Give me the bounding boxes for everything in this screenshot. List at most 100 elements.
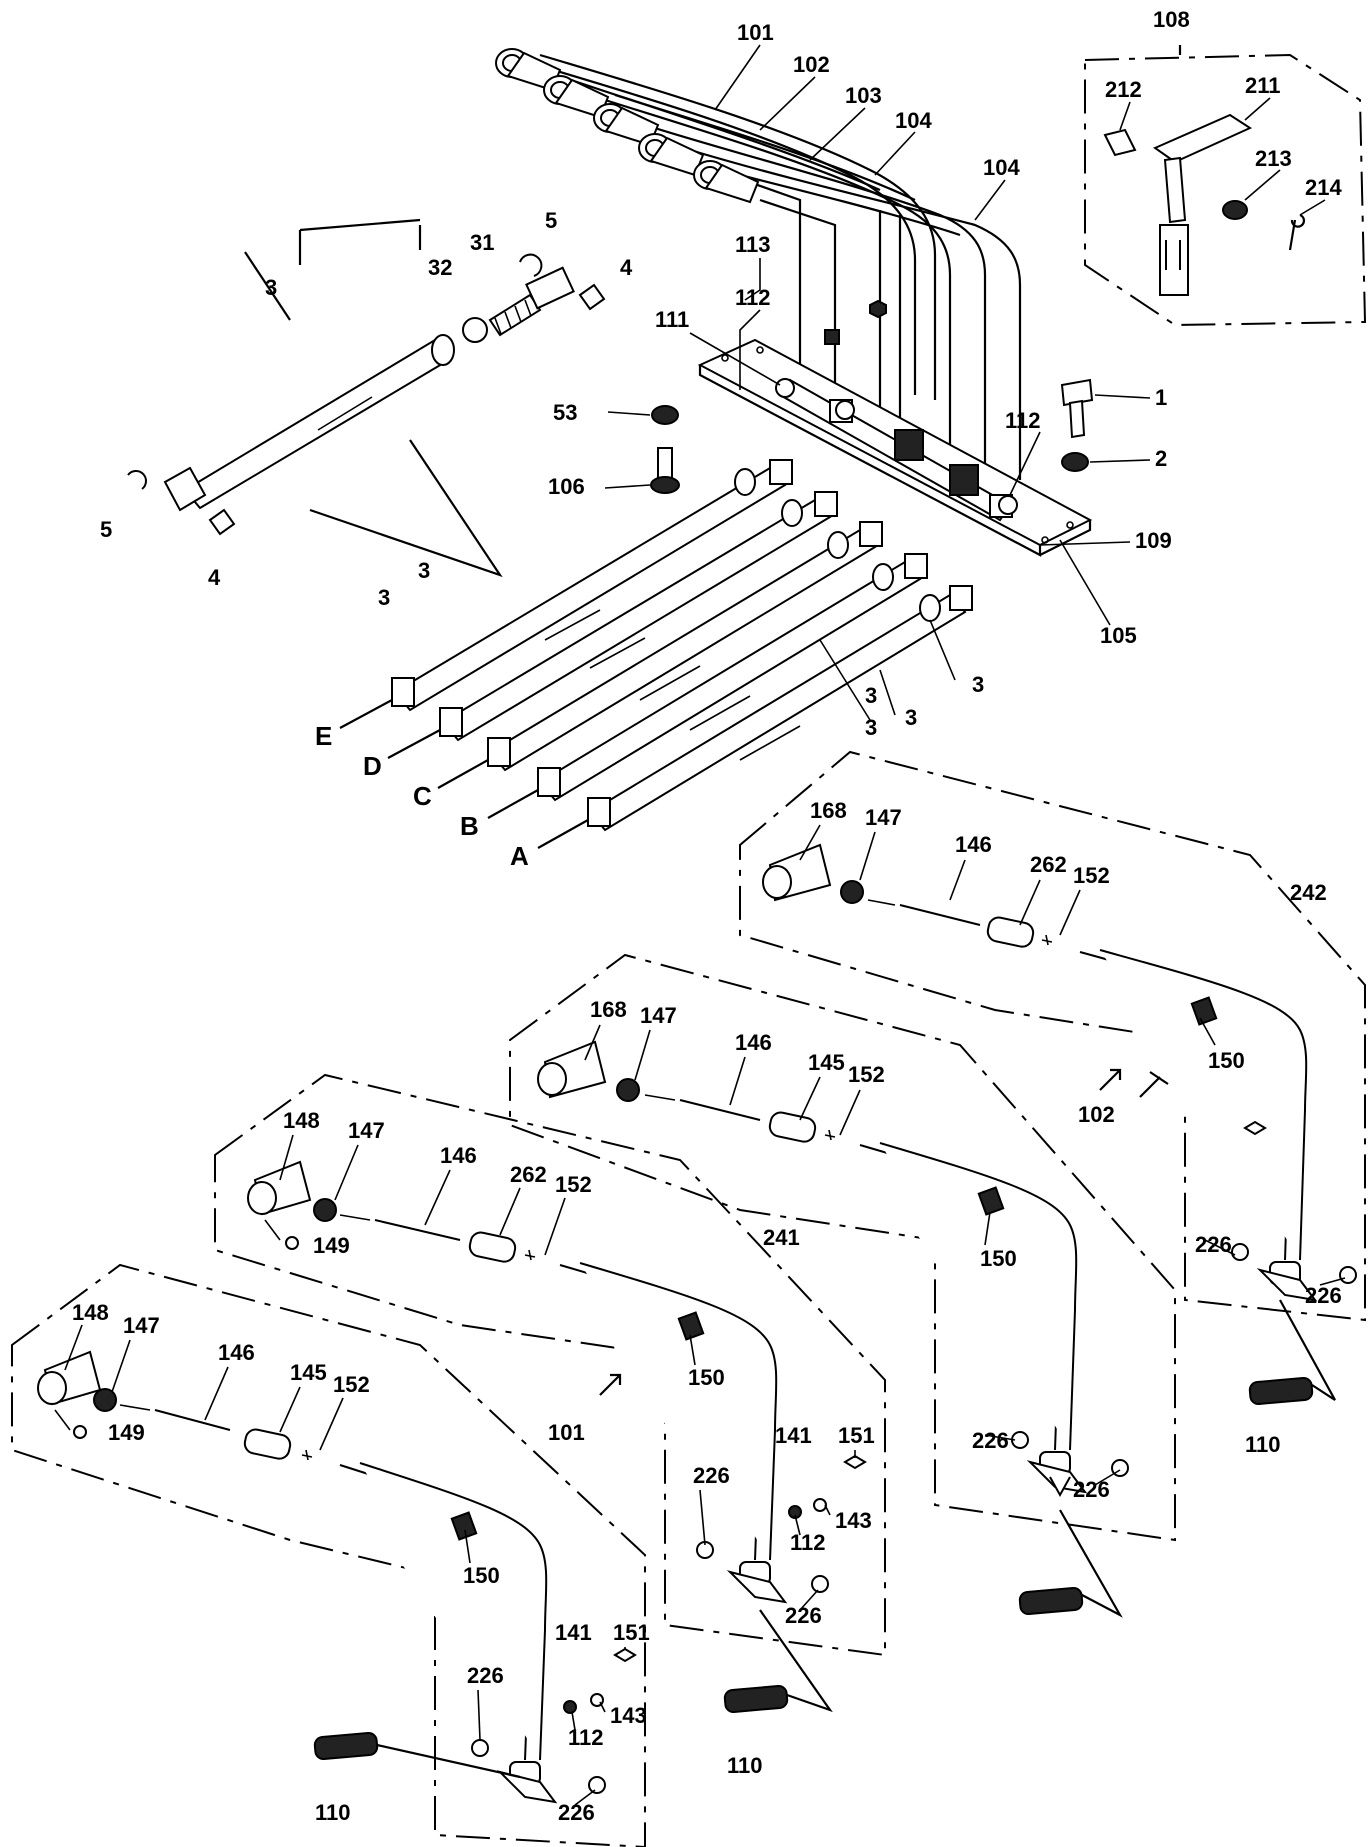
callout-145: 145 [808, 1050, 845, 1075]
callout-101: 101 [548, 1420, 585, 1445]
callout-110: 110 [727, 1753, 763, 1778]
callout-2: 2 [1155, 446, 1167, 471]
callout-151: 151 [613, 1620, 650, 1645]
callout-112: 112 [568, 1725, 604, 1750]
callout-151: 151 [838, 1423, 875, 1448]
lever-kit-241 [214, 1073, 886, 1657]
lever-bank-assembly [127, 48, 1094, 849]
callout-53: 53 [553, 400, 577, 425]
callout-3: 3 [378, 585, 390, 610]
callout-3: 3 [265, 275, 277, 300]
callout-104: 104 [983, 155, 1020, 180]
callout-4: 4 [620, 255, 633, 280]
return-springs-110 [313, 1299, 1336, 1779]
callout-226: 226 [1305, 1283, 1342, 1308]
cable-label-b: B [460, 811, 479, 841]
callout-3: 3 [865, 683, 877, 708]
callout-104: 104 [895, 108, 932, 133]
callout-146: 146 [955, 832, 992, 857]
pivot-shaft-105 [775, 378, 1018, 522]
callout-226: 226 [1073, 1477, 1110, 1502]
control-cable-3-exploded [127, 218, 606, 536]
callout-3: 3 [972, 672, 984, 697]
cable-label-a: A [510, 841, 529, 871]
callout-5: 5 [100, 517, 112, 542]
callout-148: 148 [72, 1300, 109, 1325]
callout-147: 147 [123, 1313, 160, 1338]
callout-146: 146 [440, 1143, 477, 1168]
callout-147: 147 [348, 1118, 385, 1143]
callout-168: 168 [590, 997, 627, 1022]
callout-5: 5 [545, 208, 557, 233]
callout-108: 108 [1153, 7, 1190, 32]
callout-1: 1 [1155, 385, 1167, 410]
callout-226: 226 [693, 1463, 730, 1488]
callout-111: 111 [655, 307, 689, 332]
cable-label-e: E [315, 721, 332, 751]
lever-handles [495, 48, 1022, 480]
control-cables-3 [339, 459, 973, 849]
callout-262: 262 [510, 1162, 547, 1187]
callout-213: 213 [1255, 146, 1292, 171]
callout-141: 141 [775, 1423, 812, 1448]
callout-226: 226 [467, 1663, 504, 1688]
callout-168: 168 [810, 798, 847, 823]
spring-110-a [1248, 1299, 1336, 1405]
callout-112: 112 [790, 1530, 826, 1555]
callout-152: 152 [333, 1372, 370, 1397]
spring-110-b [1018, 1509, 1123, 1618]
callout-labels: 101 102 103 104 104 108 211 212 213 214 … [72, 7, 1342, 1825]
callout-147: 147 [865, 805, 902, 830]
group-bracket-lines [309, 439, 503, 578]
callout-103: 103 [845, 83, 882, 108]
callout-110: 110 [315, 1800, 351, 1825]
callout-241: 241 [763, 1225, 800, 1250]
callout-152: 152 [1073, 863, 1110, 888]
callout-32: 32 [428, 255, 452, 280]
callout-31: 31 [470, 230, 494, 255]
callout-150: 150 [1208, 1048, 1245, 1073]
callout-141: 141 [555, 1620, 592, 1645]
detail-108-box [1084, 45, 1367, 327]
callout-147: 147 [640, 1003, 677, 1028]
callout-3: 3 [865, 715, 877, 740]
bolt-106 [650, 447, 680, 494]
callout-3: 3 [905, 705, 917, 730]
callout-152: 152 [848, 1062, 885, 1087]
washer-2 [1061, 452, 1089, 472]
callout-106: 106 [548, 474, 585, 499]
callout-112: 112 [735, 285, 771, 310]
bolt-1 [1060, 378, 1094, 439]
callout-146: 146 [218, 1340, 255, 1365]
callout-102: 102 [793, 52, 830, 77]
callout-150: 150 [688, 1365, 725, 1390]
spring-110-c [723, 1609, 833, 1713]
callout-212: 212 [1105, 77, 1142, 102]
callout-143: 143 [610, 1703, 647, 1728]
callout-149: 149 [313, 1233, 350, 1258]
cable-label-c: C [413, 781, 432, 811]
callout-214: 214 [1305, 175, 1342, 200]
nut-113 [869, 299, 887, 319]
washer-53 [651, 405, 679, 425]
callout-148: 148 [283, 1108, 320, 1133]
callout-152: 152 [555, 1172, 592, 1197]
nut-112-top [824, 329, 840, 345]
callout-242: 242 [1290, 880, 1327, 905]
callout-102: 102 [1078, 1102, 1115, 1127]
callout-150: 150 [463, 1563, 500, 1588]
callout-143: 143 [835, 1508, 872, 1533]
callout-226: 226 [972, 1428, 1009, 1453]
callout-149: 149 [108, 1420, 145, 1445]
spring-110-d [313, 1732, 521, 1779]
callout-109: 109 [1135, 528, 1172, 553]
callout-110: 110 [1245, 1432, 1281, 1457]
leader-lines [64, 44, 1346, 1806]
callout-146: 146 [735, 1030, 772, 1055]
callout-112: 112 [1005, 408, 1041, 433]
callout-262: 262 [1030, 852, 1067, 877]
callout-211: 211 [1245, 73, 1281, 98]
cable-label-d: D [363, 751, 382, 781]
lever-kit-102 [509, 953, 1176, 1542]
